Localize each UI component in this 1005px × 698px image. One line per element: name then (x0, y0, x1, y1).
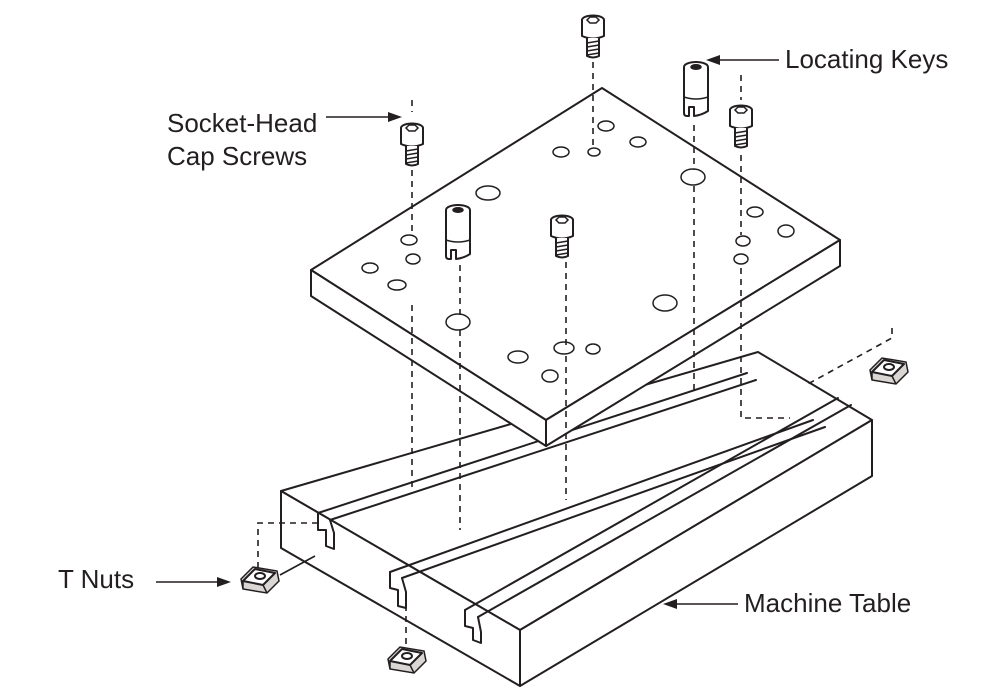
t-nuts-label: T Nuts (58, 564, 135, 594)
fixture-plate (310, 87, 841, 447)
locating-keys-label: Locating Keys (785, 44, 949, 74)
assembly-center-lines (257, 62, 893, 650)
socket-head-cap-screw-icon (729, 104, 753, 149)
socket-head-cap-screw-icon (400, 122, 424, 167)
t-nut-icon (240, 566, 280, 594)
leader-lines (156, 55, 779, 609)
machine-table-label: Machine Table (744, 588, 912, 618)
socket-head-cap-screw-icon (581, 14, 605, 59)
locating-key-icon (445, 204, 471, 260)
machine-table (280, 351, 873, 687)
t-nut-icon (387, 646, 427, 674)
socket-head-label-line1: Socket-Head (167, 108, 318, 138)
socket-head-label-line2: Cap Screws (167, 140, 308, 171)
socket-head-cap-screws-label: Socket-Head Cap Screws (167, 107, 317, 172)
locating-key-icon (683, 61, 709, 117)
t-nut-icon (869, 357, 909, 385)
